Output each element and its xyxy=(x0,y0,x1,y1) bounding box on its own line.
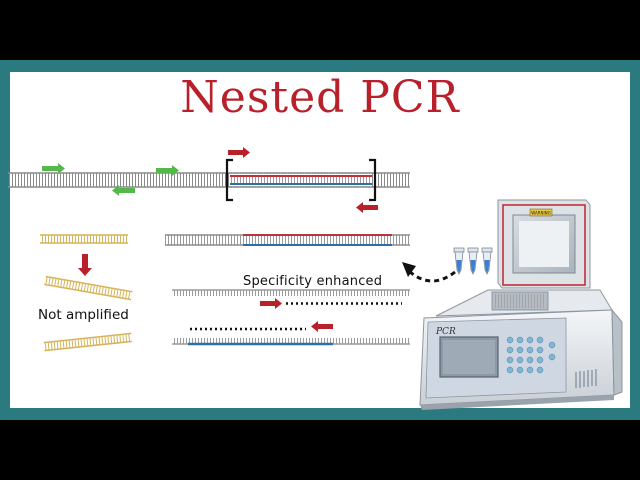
pcr-tubes-icon xyxy=(453,247,493,275)
nested-primer-reverse xyxy=(356,202,378,213)
denatured-strand-bottom xyxy=(172,338,410,346)
machine-vent xyxy=(575,369,597,388)
outer-primer-reverse xyxy=(112,185,135,196)
first-round-product xyxy=(165,234,410,246)
outer-primer-forward xyxy=(156,165,179,176)
nonspecific-dna-3 xyxy=(43,332,133,352)
template-dna xyxy=(8,172,410,188)
nested-primer-reverse-bound xyxy=(311,321,333,332)
nested-primer-forward xyxy=(228,147,250,158)
page-title: Nested PCR xyxy=(180,72,460,123)
machine-brand: PCR xyxy=(435,327,456,337)
nested-primers xyxy=(228,147,378,213)
denatured-strand-top xyxy=(172,289,410,296)
nested-primer-forward-bound xyxy=(260,298,282,309)
nested-region-bracket xyxy=(225,158,377,202)
nonspecific-dna-1 xyxy=(40,234,128,244)
outer-primers xyxy=(42,163,179,196)
machine-keypad xyxy=(506,336,556,374)
outer-primer-forward xyxy=(42,163,65,174)
curved-arrow-icon xyxy=(402,262,456,283)
warning-label: WARNING xyxy=(531,211,551,216)
pcr-machine-icon: WARNING PCR xyxy=(419,199,623,410)
down-arrow-icon xyxy=(78,254,92,276)
label-specificity-enhanced: Specificity enhanced xyxy=(243,274,383,289)
nonspecific-dna-2 xyxy=(44,275,133,301)
label-not-amplified: Not amplified xyxy=(38,307,129,323)
